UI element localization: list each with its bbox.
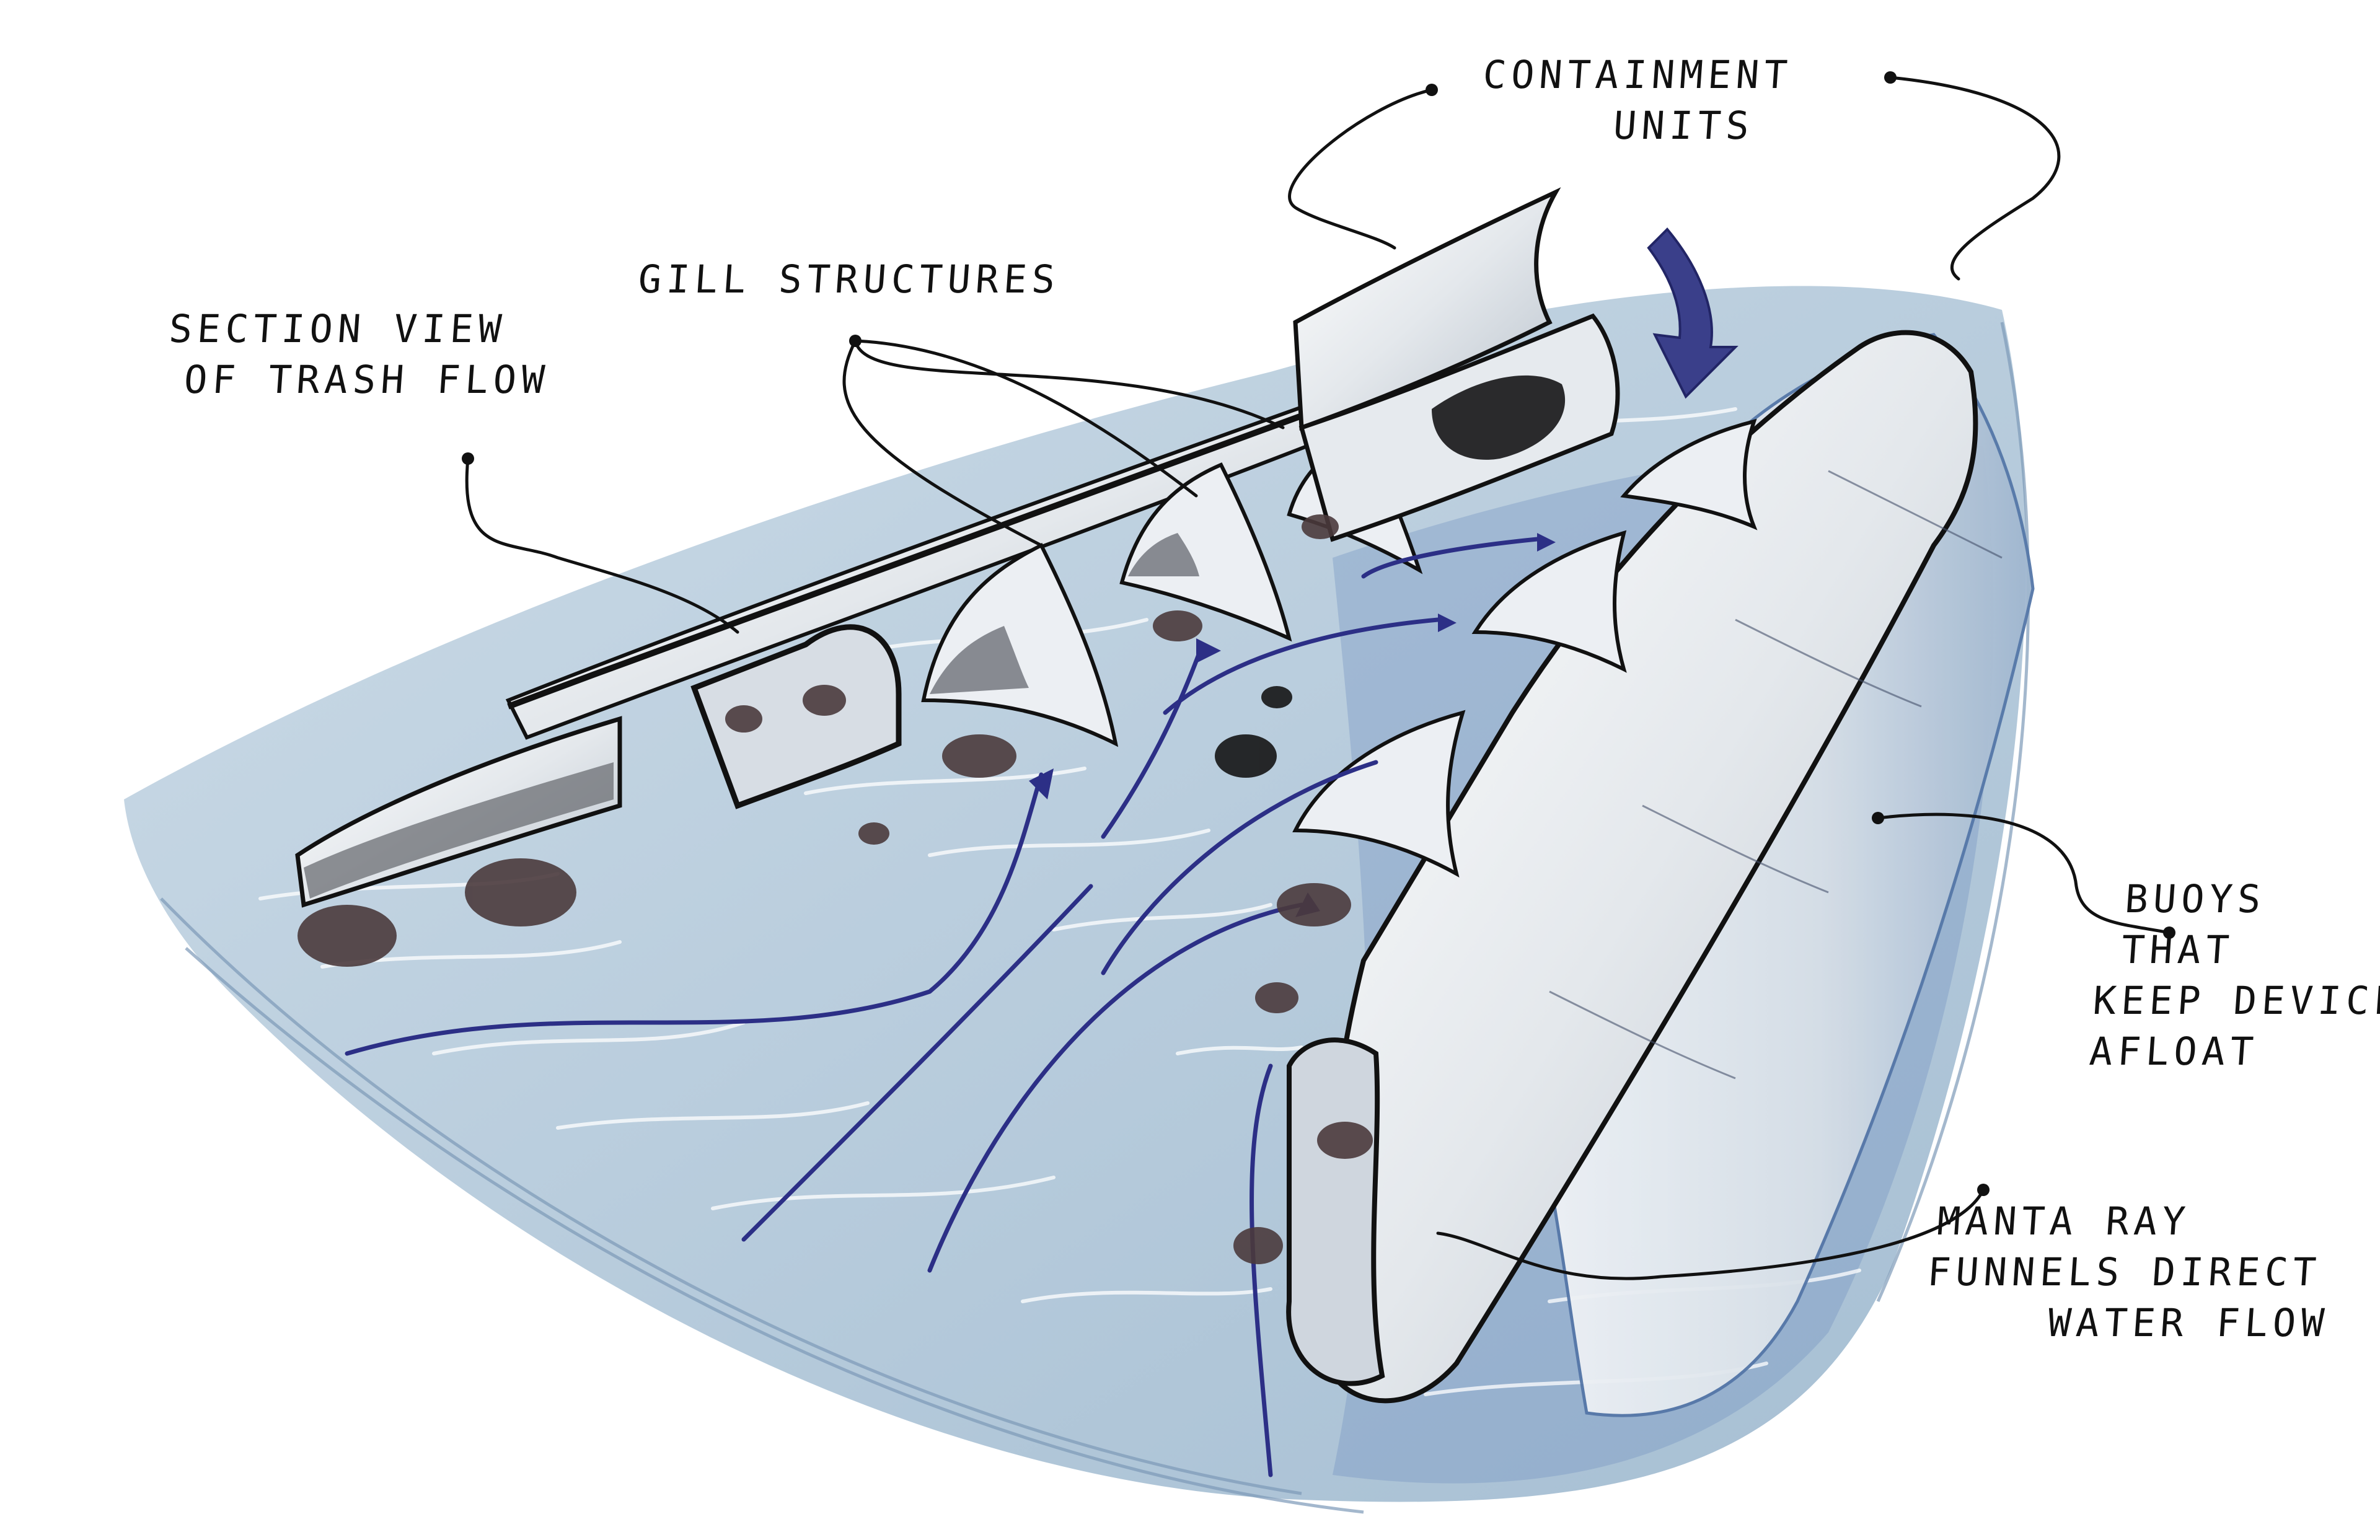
flow-arrows	[345, 537, 1540, 1477]
water-edge-strokes	[160, 322, 2030, 1514]
leader-lines	[465, 76, 2171, 1280]
trash-particles	[298, 514, 1373, 1264]
label-line: KEEP DEVICE	[2091, 978, 2380, 1023]
label-line: MANTA RAY	[1936, 1199, 2192, 1244]
label-line: OF TRASH FLOW	[182, 357, 551, 402]
buoy-segment-lines	[1549, 470, 2003, 1080]
upper-tube-top-line	[507, 406, 1321, 710]
rotation-arrow	[1647, 227, 1739, 399]
label-line: FUNNELS DIRECT	[1926, 1249, 2323, 1295]
label-line: THAT	[2120, 927, 2236, 972]
label-containment-units: CONTAINMENT UNITS	[1478, 50, 1794, 151]
section-view-window	[690, 624, 902, 809]
label-line: WATER FLOW	[2046, 1300, 2331, 1345]
manta-funnel	[1286, 1037, 1385, 1386]
containment-lid	[1293, 187, 1561, 431]
label-gill-structures: GILL STRUCTURES	[637, 254, 1062, 305]
label-line: SECTION VIEW	[167, 306, 508, 351]
label-buoys: BUOYS THAT KEEP DEVICE AFLOAT	[2088, 874, 2380, 1077]
label-line: CONTAINMENT	[1481, 52, 1794, 97]
gill-shadows	[930, 533, 1199, 694]
funnel-fins	[1292, 418, 1758, 878]
leader-dots	[462, 71, 2175, 1196]
containment-unit	[1293, 187, 1620, 542]
left-tube-assembly	[295, 400, 1423, 908]
label-manta-ray: MANTA RAY FUNNELS DIRECT WATER FLOW	[1922, 1196, 2337, 1349]
label-line: AFLOAT	[2087, 1029, 2260, 1074]
label-line: UNITS	[1611, 103, 1756, 148]
collected-trash	[1432, 375, 1566, 460]
label-section-view: SECTION VIEW OF TRASH FLOW	[164, 304, 555, 405]
left-tube-nose-shadow	[304, 762, 614, 899]
label-line: BUOYS	[2123, 876, 2267, 922]
label-line: GILL STRUCTURES	[637, 257, 1062, 302]
